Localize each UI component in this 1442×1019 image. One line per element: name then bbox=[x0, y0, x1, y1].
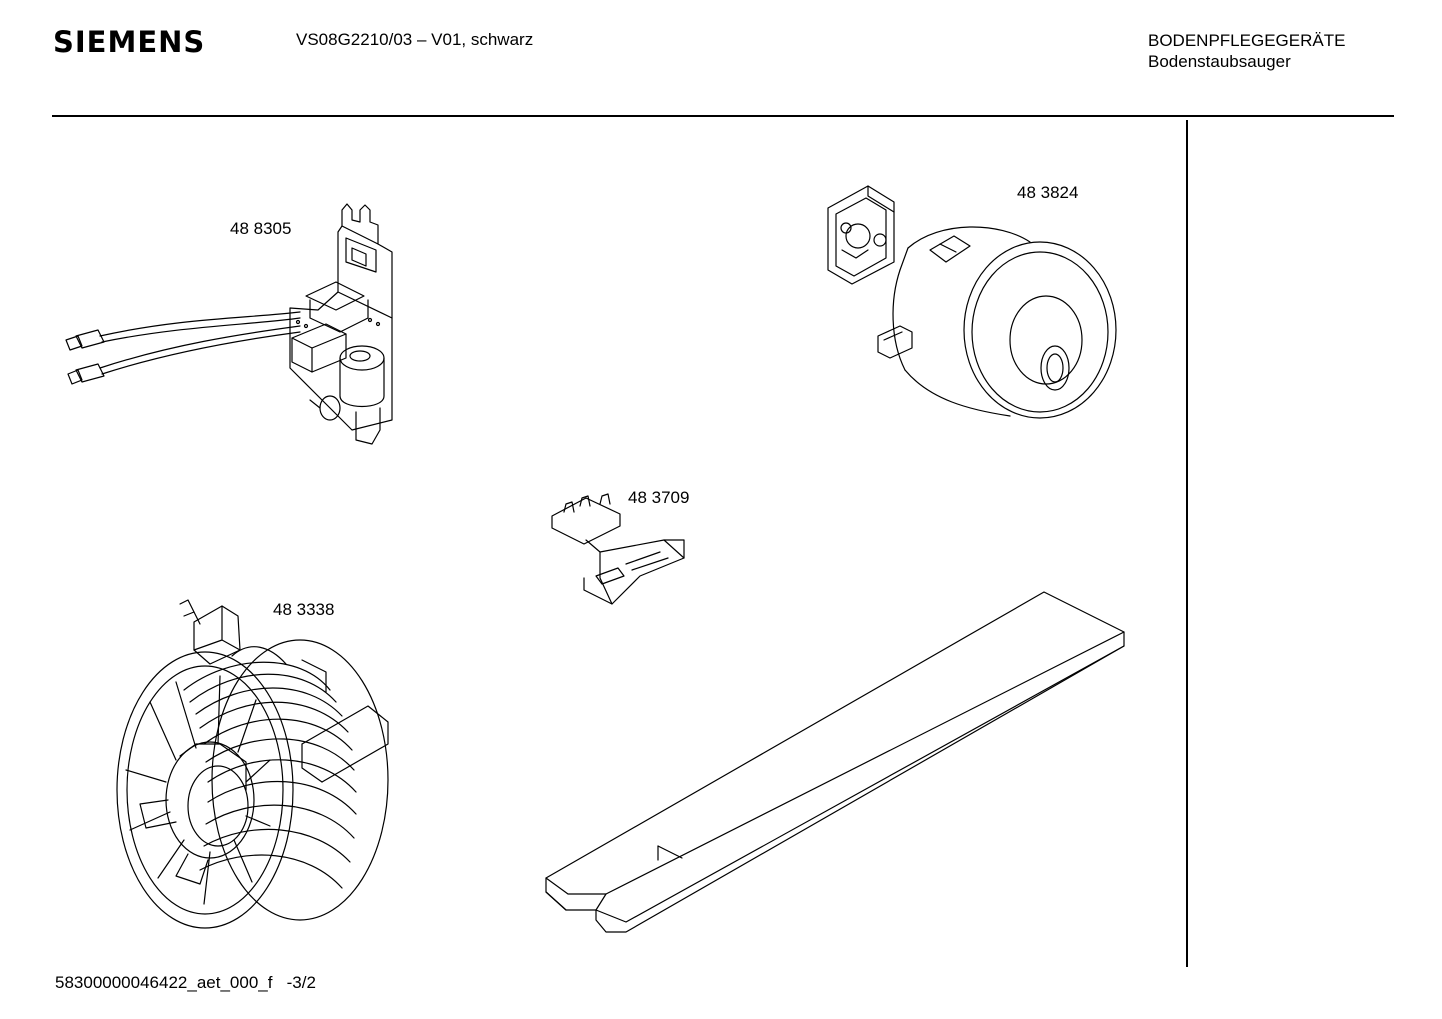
filter-strip-drawing bbox=[546, 592, 1124, 932]
footer-reference: 58300000046422_aet_000_f -3/2 bbox=[55, 973, 316, 993]
document-id: 58300000046422_aet_000_f bbox=[55, 973, 273, 992]
circuit-board-drawing bbox=[66, 204, 392, 444]
header-divider bbox=[52, 115, 1394, 117]
part-number-label: 48 8305 bbox=[230, 219, 292, 238]
product-subcategory: Bodenstaubsauger bbox=[1148, 52, 1291, 71]
part-number-label: 48 3824 bbox=[1017, 183, 1079, 202]
product-category: BODENPFLEGEGERÄTE bbox=[1148, 31, 1346, 50]
motor-drawing bbox=[828, 186, 1116, 418]
page-indicator: -3/2 bbox=[286, 973, 316, 992]
part-number-label: 48 3338 bbox=[273, 600, 335, 619]
side-divider bbox=[1186, 120, 1188, 967]
model-designation: VS08G2210/03 – V01, schwarz bbox=[296, 30, 534, 49]
brand-logo: SIEMENS bbox=[53, 25, 206, 59]
part-number-label: 48 3709 bbox=[628, 488, 690, 507]
cable-reel-drawing bbox=[117, 600, 388, 928]
switch-clip-drawing bbox=[552, 494, 684, 604]
